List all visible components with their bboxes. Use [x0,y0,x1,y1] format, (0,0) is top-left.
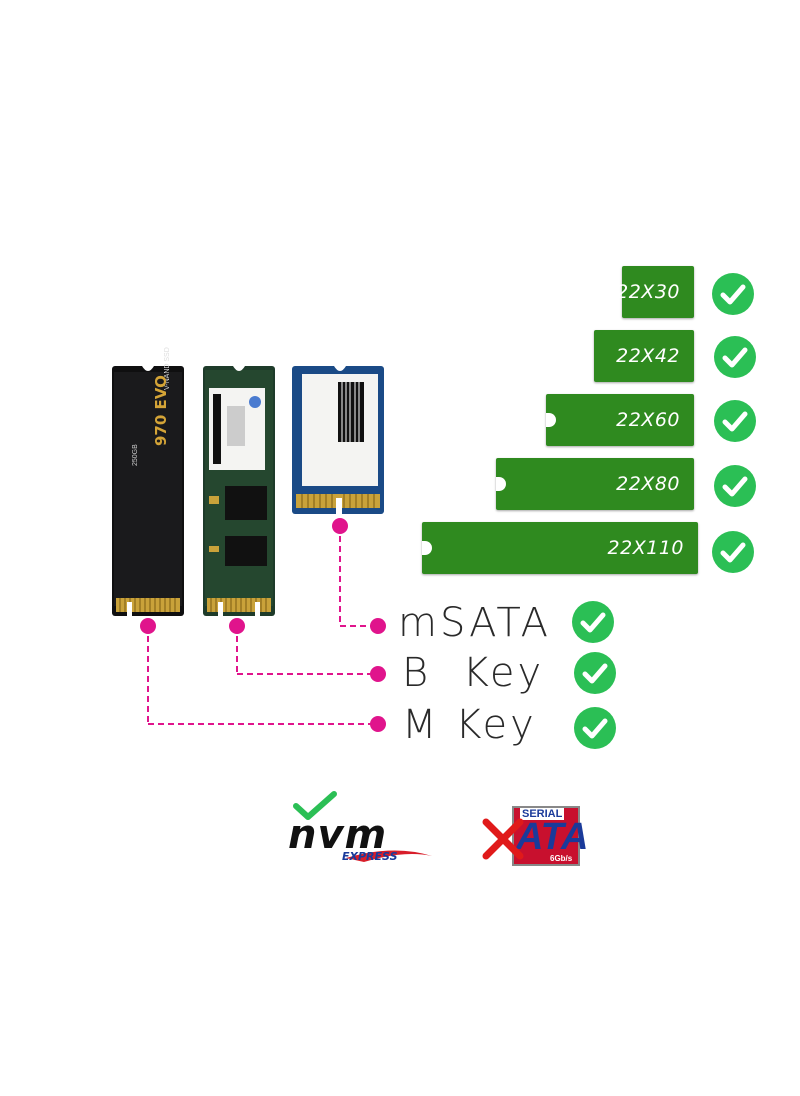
ssd-m-key: V-NAND SSD 970 EVO 250GB [112,347,184,616]
connector-dot [370,618,386,634]
nvme-logo: nvm EXPRESS [284,812,434,868]
notch [422,541,432,555]
size-label: 22X30 [616,281,680,303]
nvme-logo-subtext: EXPRESS [342,850,398,863]
connector-dot [332,518,348,534]
size-label: 22X80 [616,473,680,495]
notch [546,413,556,427]
connector-dot [370,666,386,682]
size-bar-22x80: 22X80 [496,458,694,510]
sata-logo-speed-text: 6Gb/s [550,854,573,863]
check-icon [712,531,754,573]
interface-label-msata: mSATA [398,600,552,646]
swoosh-icon [346,850,432,862]
check-icon [712,273,754,315]
check-icon [574,652,616,694]
check-icon [574,707,616,749]
size-bar-22x42: 22X42 [594,330,694,382]
nvme-logo-text: nvm [288,812,388,858]
size-bar-22x60: 22X60 [546,394,694,446]
notch [496,477,506,491]
size-label: 22X110 [607,537,684,559]
check-icon [714,400,756,442]
size-label: 22X60 [616,409,680,431]
cross-icon [482,818,524,860]
size-bar-22x110: 22X110 [422,522,698,574]
interface-label-m-key: M Key [402,702,537,748]
sata-logo-top-text: SERIAL [520,808,565,820]
check-icon [572,601,614,643]
connector-dot [140,618,156,634]
connector-dot [370,716,386,732]
connector-dot [229,618,245,634]
sata-logo-main-text: ATA [516,816,589,858]
check-icon [714,336,756,378]
size-bar-22x30: 22X30 [616,266,694,318]
check-icon [714,465,756,507]
check-icon [293,791,337,820]
ssd-msata [292,366,384,514]
sata-logo: SERIAL ATA 6Gb/s [512,806,588,866]
size-label: 22X42 [616,345,680,367]
ssd-b-key [203,366,275,616]
interface-label-b-key: B Key [402,650,545,696]
